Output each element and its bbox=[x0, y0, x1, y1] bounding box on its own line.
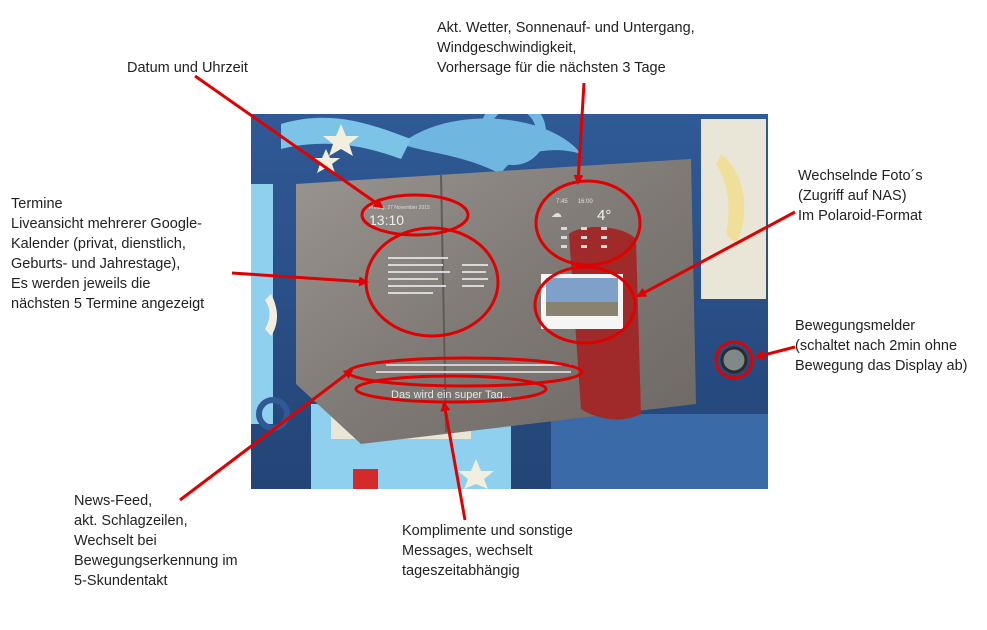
label-compliments: Komplimente und sonstige Messages, wechs… bbox=[402, 521, 573, 581]
label-line: Windgeschwindigkeit, bbox=[437, 40, 577, 56]
label-line: Geburts- und Jahrestage), bbox=[11, 256, 181, 272]
deco-panel-left bbox=[251, 184, 273, 424]
deco-star3 bbox=[458, 459, 494, 489]
label-line: Im Polaroid-Format bbox=[798, 208, 923, 224]
label-line: Messages, wechselt bbox=[402, 543, 533, 559]
mirror-news-line2 bbox=[376, 371, 571, 373]
label-line: akt. Schlagzeilen, bbox=[74, 513, 188, 529]
label-line: nächsten 5 Termine angezeigt bbox=[11, 296, 205, 312]
label-line: Bewegung das Display ab) bbox=[795, 358, 968, 374]
label-news: News-Feed, akt. Schlagzeilen, Wechselt b… bbox=[74, 491, 238, 591]
label-line: Akt. Wetter, Sonnenauf- und Untergang, bbox=[437, 20, 695, 36]
label-line: Datum und Uhrzeit bbox=[127, 60, 248, 76]
label-line: (schaltet nach 2min ohne bbox=[795, 338, 958, 354]
label-line: Bewegungsmelder bbox=[795, 318, 916, 334]
label-line: Wechselt bei bbox=[74, 533, 157, 549]
label-line: Vorhersage für die nächsten 3 Tage bbox=[437, 60, 666, 76]
label-line: Komplimente und sonstige bbox=[402, 523, 573, 539]
weather-cloud-icon: ☁ bbox=[551, 207, 562, 220]
label-line: Bewegungserkennung im bbox=[74, 553, 238, 569]
label-line: News-Feed, bbox=[74, 493, 153, 509]
mirror-date: Freitag, 27 November 2015 bbox=[369, 205, 430, 211]
mirror-time: 13:10 bbox=[369, 212, 404, 228]
mirror-compliment: Das wird ein super Tag... bbox=[391, 389, 512, 401]
label-line: Wechselnde Foto´s bbox=[798, 168, 923, 184]
label-motion: Bewegungsmelder (schaltet nach 2min ohne… bbox=[795, 316, 968, 376]
mirror-temperature: 4° bbox=[597, 207, 611, 224]
label-line: Kalender (privat, dienstlich, bbox=[11, 236, 186, 252]
label-line: tageszeitabhängig bbox=[402, 563, 520, 579]
label-datetime: Datum und Uhrzeit bbox=[127, 58, 248, 78]
label-calendar: Termine Liveansicht mehrerer Google- Kal… bbox=[11, 194, 204, 314]
label-weather: Akt. Wetter, Sonnenauf- und Untergang, W… bbox=[437, 18, 695, 78]
deco-red-object bbox=[353, 469, 378, 489]
deco-panel-bottom-right bbox=[551, 414, 768, 489]
label-line: 5-Skundentakt bbox=[74, 573, 168, 589]
label-line: Liveansicht mehrerer Google- bbox=[11, 216, 203, 232]
polaroid-picture-ground bbox=[546, 302, 618, 316]
label-line: (Zugriff auf NAS) bbox=[798, 188, 907, 204]
mirror-news-line bbox=[386, 364, 571, 366]
label-line: Es werden jeweils die bbox=[11, 276, 151, 292]
motion-sensor bbox=[720, 346, 748, 374]
label-photos: Wechselnde Foto´s (Zugriff auf NAS) Im P… bbox=[798, 166, 923, 226]
deco-fish-small bbox=[265, 294, 277, 336]
deco-circle bbox=[480, 114, 546, 165]
label-line: Termine bbox=[11, 196, 63, 212]
